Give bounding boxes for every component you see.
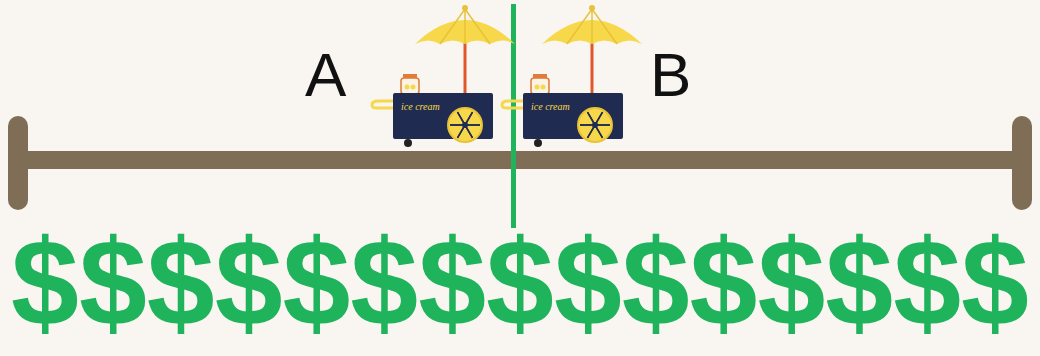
- umbrella: [415, 5, 515, 95]
- cart-foot: [404, 139, 412, 147]
- cart-handle: [502, 101, 524, 108]
- cart-body: ice cream: [393, 93, 493, 139]
- road-line: [18, 151, 1022, 169]
- cart-letter: B: [650, 44, 691, 106]
- cart-sign: ice cream: [531, 102, 570, 112]
- money-row: $$$$$$$$$$$$$$$: [11, 222, 1029, 344]
- cart-sign: ice cream: [401, 102, 440, 112]
- ice-cream-jar: [401, 74, 419, 94]
- road-end-cap: [1012, 116, 1032, 210]
- road-end-cap: [8, 116, 28, 210]
- cart-foot: [534, 139, 542, 147]
- midpoint-line: [511, 4, 516, 228]
- cart-handle: [372, 101, 394, 108]
- ice-cream-jar: [531, 74, 549, 94]
- cart-body: ice cream: [523, 93, 623, 139]
- umbrella: [542, 5, 642, 95]
- cart-letter: A: [305, 44, 346, 106]
